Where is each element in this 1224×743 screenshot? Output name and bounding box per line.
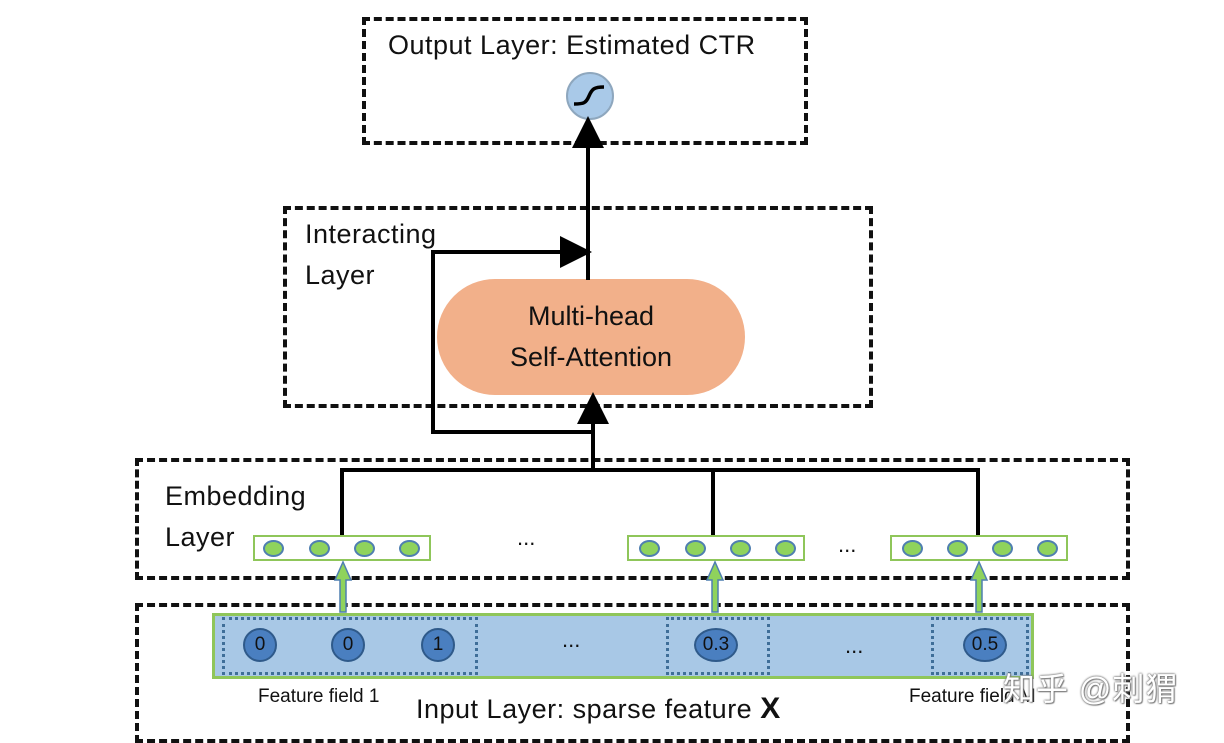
input-node: 0: [331, 628, 365, 662]
multi-head-self-attention-block: Multi-head Self-Attention: [437, 279, 745, 395]
input-node: 0.5: [963, 628, 1007, 662]
feature-field-mid-box: [666, 617, 770, 675]
embedding-unit: [309, 540, 330, 557]
input-layer-title: Input Layer: sparse feature X: [416, 692, 781, 726]
input-to-embedding-arrows: [333, 560, 989, 613]
interacting-layer-title-line1: Interacting: [305, 219, 437, 249]
feature-field-m-label: Feature field M: [909, 686, 1036, 707]
input-node: 0.3: [694, 628, 738, 662]
embedding-layer-title-line1: Embedding: [165, 481, 307, 511]
embedding-unit: [263, 540, 284, 557]
embedding-ellipsis-1: ...: [517, 525, 536, 550]
embedding-layer-title: Embedding Layer: [165, 476, 306, 558]
embedding-unit: [947, 540, 968, 557]
embedding-unit: [775, 540, 796, 557]
input-node: 0: [243, 628, 277, 662]
watermark-logo: 知乎 @刺猬: [1003, 671, 1179, 707]
embedding-vector-1: [253, 535, 431, 561]
embedding-unit: [639, 540, 660, 557]
input-node: 1: [421, 628, 455, 662]
embedding-unit: [902, 540, 923, 557]
embedding-unit: [354, 540, 375, 557]
output-layer-title: Output Layer: Estimated CTR: [388, 30, 756, 60]
interacting-layer-title: Interacting Layer: [305, 214, 437, 296]
embedding-ellipsis-2: ...: [838, 532, 857, 557]
attention-label-line2: Self-Attention: [509, 342, 673, 372]
embedding-vector-2: [627, 535, 805, 561]
embedding-unit: [992, 540, 1013, 557]
feature-field-1-box: [222, 617, 478, 675]
embedding-layer-title-line2: Layer: [165, 522, 236, 552]
residual-connection: [431, 236, 593, 434]
sigmoid-icon: [566, 72, 614, 120]
feature-field-m-box: [931, 617, 1029, 675]
embedding-unit: [399, 540, 420, 557]
input-ellipsis-2: ...: [845, 633, 864, 658]
input-ellipsis-1: ...: [562, 627, 581, 652]
embedding-unit: [1037, 540, 1058, 557]
input-layer-title-text: Input Layer: sparse feature: [416, 694, 753, 724]
interacting-layer-title-line2: Layer: [305, 260, 376, 290]
embedding-vector-3: [890, 535, 1068, 561]
embedding-unit: [685, 540, 706, 557]
attention-label-line1: Multi-head: [527, 301, 655, 331]
embedding-unit: [730, 540, 751, 557]
embedding-layer-box: [135, 458, 1130, 580]
embedding-bus-line: [340, 468, 980, 535]
feature-field-1-label: Feature field 1: [258, 686, 380, 707]
input-layer-symbol: X: [760, 692, 781, 725]
